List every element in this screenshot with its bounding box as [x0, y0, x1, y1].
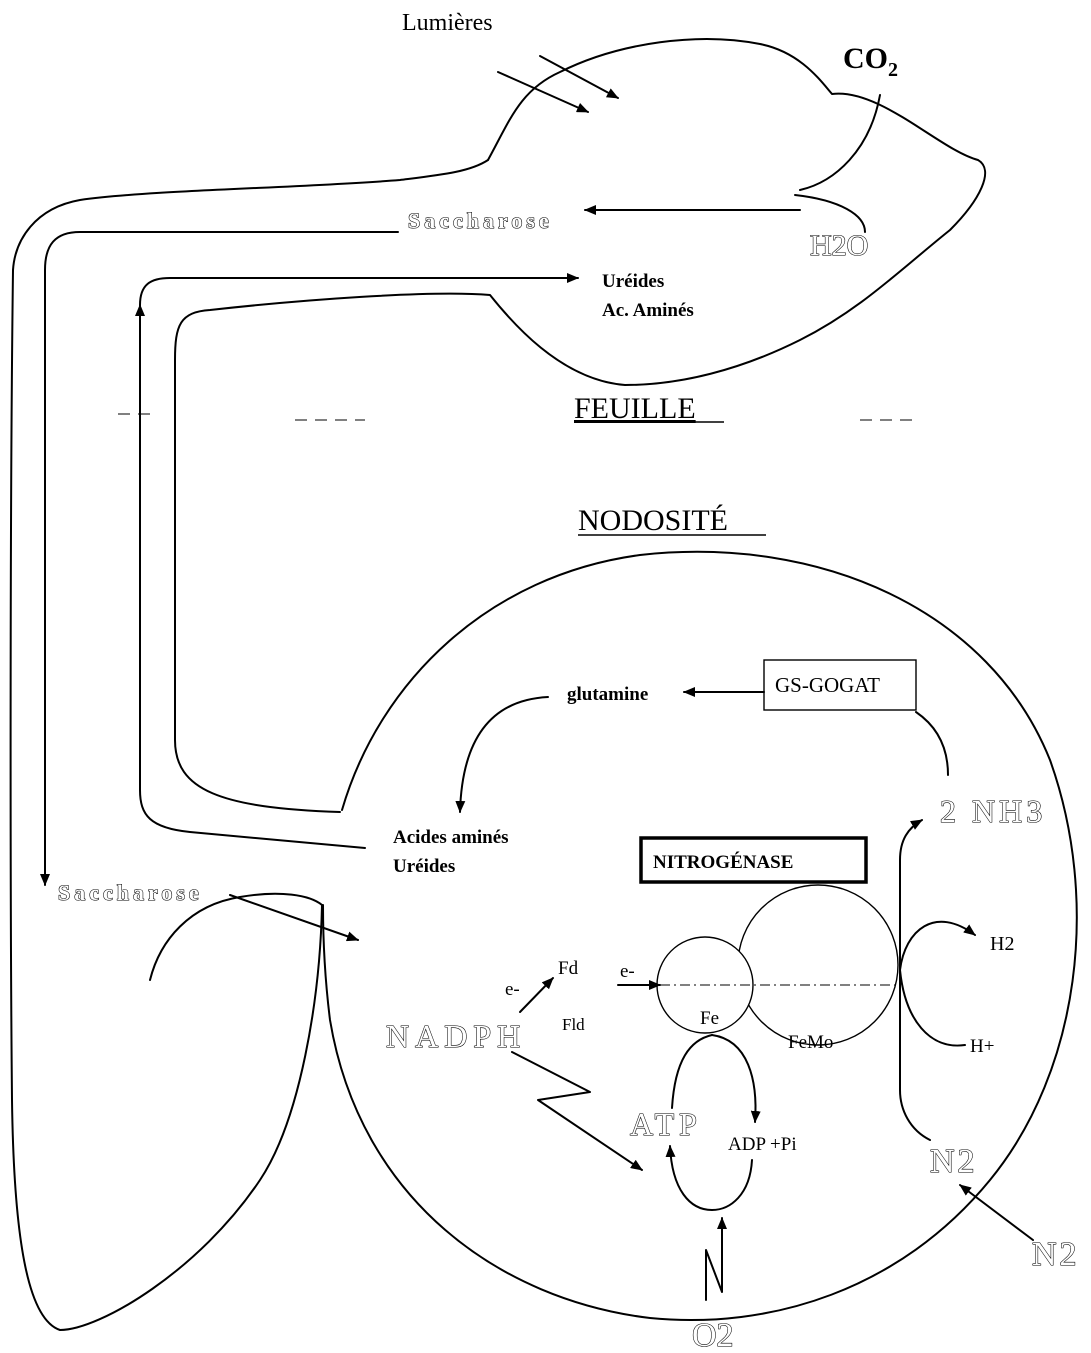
- h-plus-to-h2-arrow: [899, 920, 976, 1047]
- light-arrow-2: [497, 71, 589, 113]
- nitrogenase-label: NITROGÉNASE: [653, 851, 793, 873]
- atp-label: ATP: [630, 1106, 702, 1142]
- femo-label: FeMo: [788, 1032, 833, 1053]
- fd-label: Fd: [558, 958, 579, 979]
- n2-to-nh3-line: [899, 819, 931, 1141]
- nadph-label: NADPH: [386, 1018, 526, 1054]
- nodule-outline: [322, 550, 1078, 1322]
- root-sucrose-label: Saccharose: [58, 880, 203, 905]
- co2-subscript: 2: [888, 59, 898, 81]
- leaf-midrib: [799, 94, 881, 191]
- sucrose-down-line: [40, 231, 399, 886]
- femo-protein-circle: [737, 884, 899, 1046]
- n2-entry-arrow: [959, 1184, 1034, 1241]
- fld-label: Fld: [562, 1015, 585, 1034]
- stem-outer-edge: [9, 269, 323, 1331]
- glutamine-to-amino-acids-arrow: [455, 696, 549, 813]
- n2-inner-label: N2: [930, 1143, 978, 1180]
- o2-label: O2: [692, 1317, 734, 1353]
- electron-label-fd: e-: [505, 979, 520, 1000]
- gs-gogat-box: [763, 659, 917, 711]
- atp-to-fe-line: [671, 1034, 713, 1109]
- h-plus-label: H+: [970, 1036, 994, 1057]
- nh3-to-gs-gogat-line: [915, 711, 949, 776]
- light-label: Lumières: [402, 10, 493, 36]
- light-arrow-1: [539, 55, 619, 99]
- co2-main: CO: [843, 42, 888, 75]
- n2-outer-label: N2: [1032, 1236, 1080, 1273]
- adp-pi-label: ADP +Pi: [728, 1134, 797, 1155]
- co2-label: CO2: [843, 42, 898, 81]
- electron-label-fe: e-: [620, 961, 635, 982]
- nodule-section-title: NODOSITÉ: [578, 504, 728, 537]
- leaf-outline: [174, 38, 987, 386]
- nh3-label: 2 NH3: [940, 793, 1046, 829]
- sucrose-to-nodule-arrow: [229, 894, 359, 942]
- nadph-to-atp-arrow: [511, 1051, 643, 1171]
- leaf-sucrose-label: Saccharose: [408, 208, 553, 233]
- root-inner-edge: [149, 892, 323, 981]
- glutamine-label: glutamine: [567, 684, 648, 705]
- fe-label: Fe: [700, 1008, 719, 1029]
- nadph-to-fd-arrow: [519, 977, 554, 1013]
- stem-inner-channel: [174, 359, 341, 813]
- nodule-ureides-label: Uréides: [393, 856, 455, 877]
- h2-label: H2: [990, 933, 1014, 955]
- h2o-vein: [794, 194, 866, 233]
- atp-cycle-bottom: [665, 1145, 753, 1211]
- gs-gogat-label: GS-GOGAT: [775, 673, 880, 697]
- nitrogenase-box: [639, 836, 868, 884]
- leaf-ureides-label: Uréides: [602, 271, 664, 292]
- h2o-label: H2O: [810, 229, 868, 262]
- leaf-amino-acids-label: Ac. Aminés: [602, 300, 694, 321]
- leaf-top-edge: [12, 159, 489, 271]
- nodule-amino-acids-label: Acides aminés: [393, 827, 509, 848]
- leaf-section-title: FEUILLE: [574, 392, 696, 425]
- xylem-up-line: [135, 304, 366, 849]
- fe-to-adp-arrow: [711, 1034, 761, 1123]
- o2-inhibition-arrow: [705, 1217, 727, 1301]
- export-to-leaf-line: [139, 273, 579, 306]
